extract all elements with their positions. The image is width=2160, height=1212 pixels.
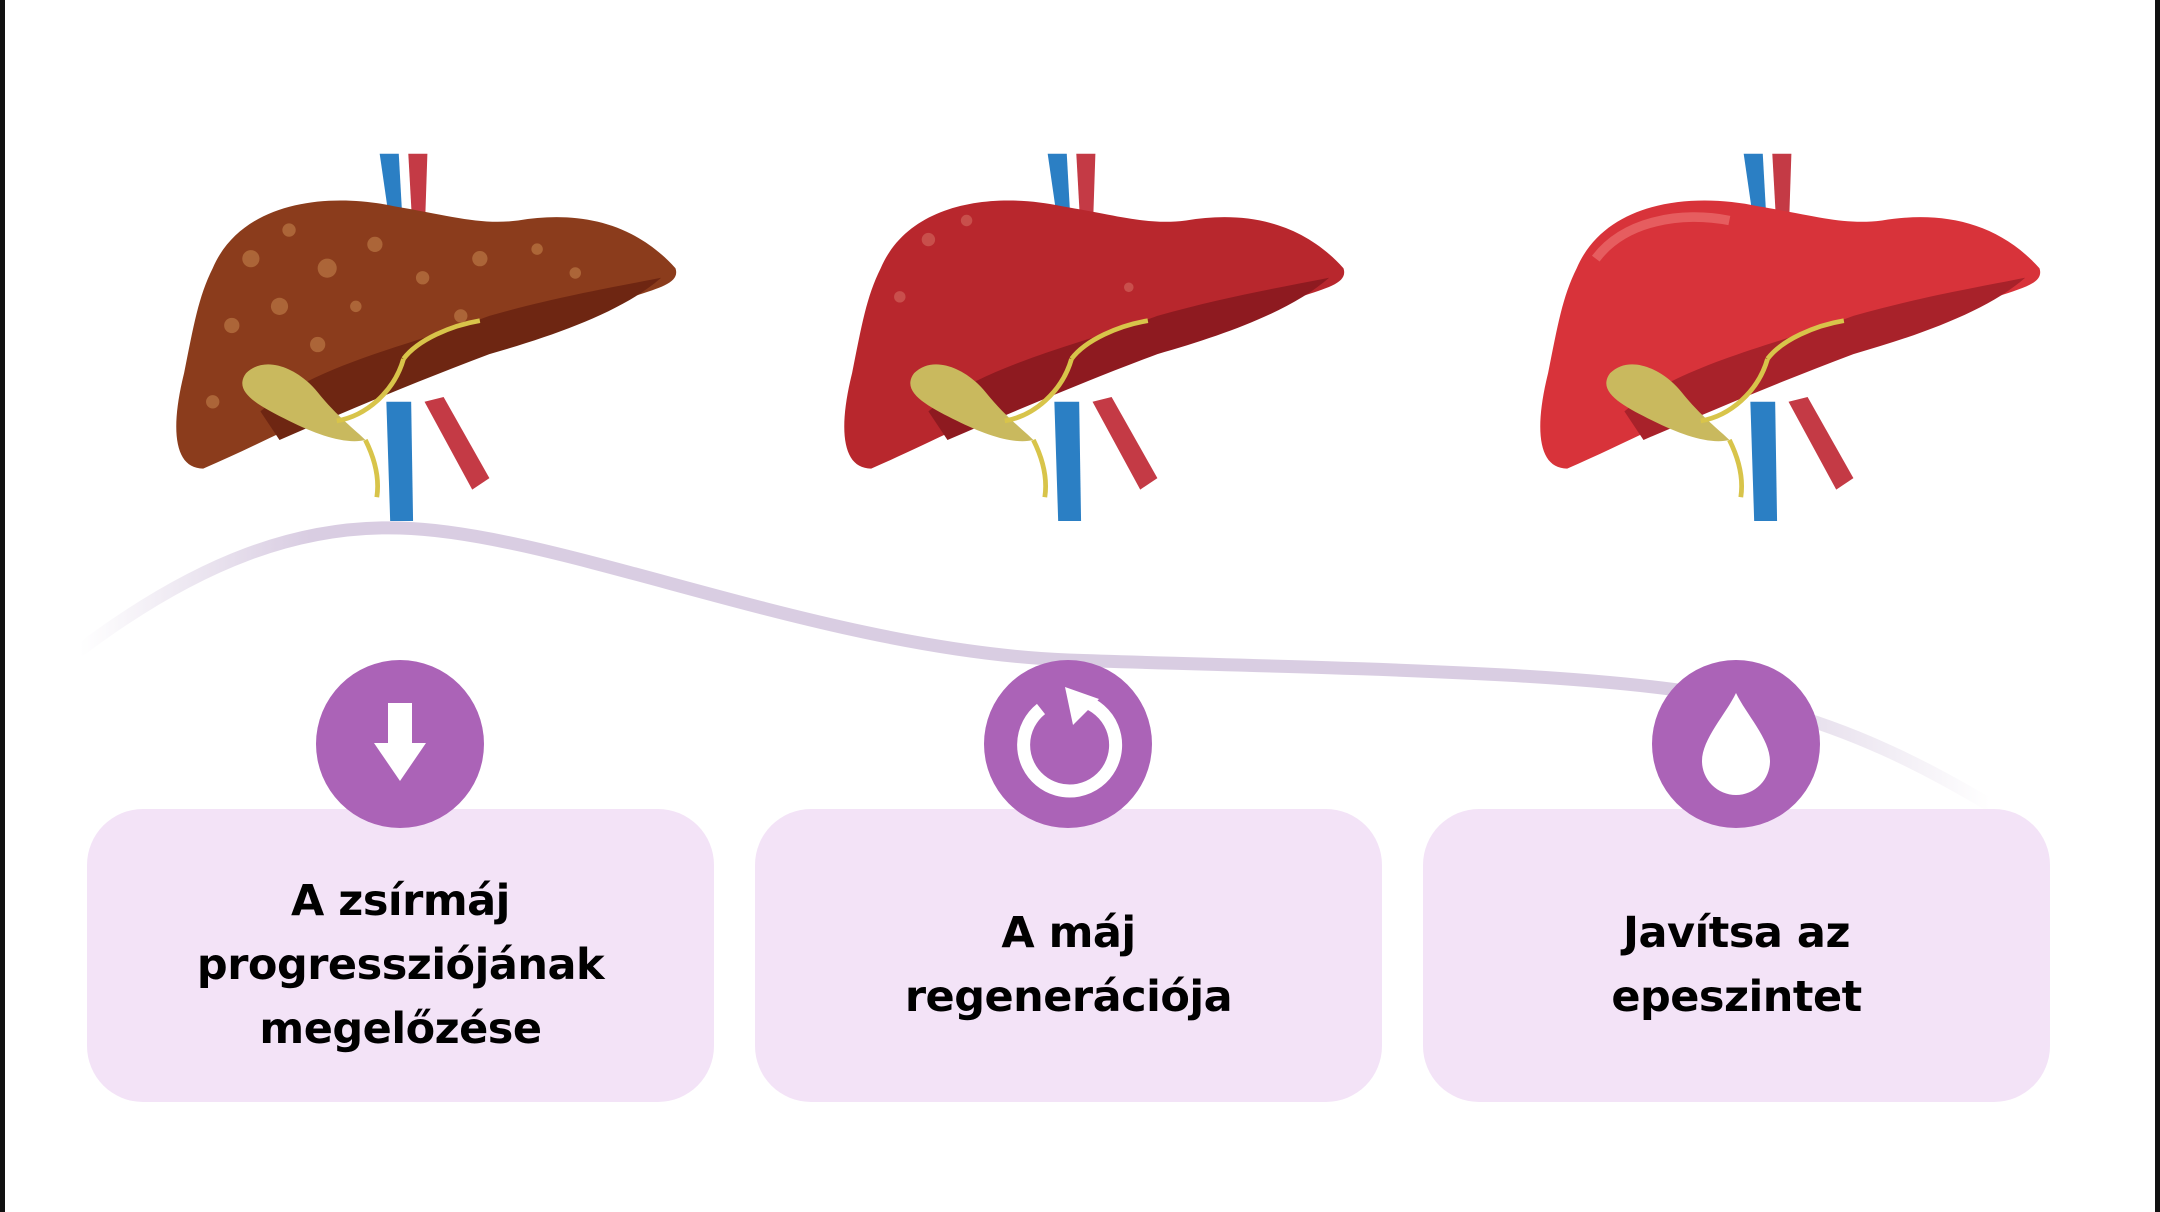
refresh-icon (1017, 687, 1123, 798)
recovering-liver-image (844, 153, 1345, 522)
card-label-line: progressziójának (196, 939, 605, 990)
stage-1-badge (316, 660, 484, 828)
drop-icon (1702, 693, 1770, 795)
fatty-liver-image (176, 153, 677, 522)
card-label-line: epeszintet (1611, 971, 1862, 1022)
card-label-line: megelőzése (259, 1003, 542, 1054)
right-frame-border (2155, 0, 2160, 1212)
arrow-down-icon (374, 703, 426, 781)
card-label-line: regenerációja (904, 971, 1233, 1022)
card-label-line: A máj (1001, 907, 1136, 958)
stage-2-card: A máj regenerációja (755, 809, 1382, 1102)
left-frame-border (0, 0, 5, 1212)
card-label-line: A zsírmáj (291, 875, 510, 926)
stage-2-badge (984, 660, 1152, 828)
stage-3-card: Javítsa az epeszintet (1423, 809, 2050, 1102)
stage-3-badge (1652, 660, 1820, 828)
healthy-liver-image (1540, 153, 2041, 522)
stage-1-card: A zsírmáj progressziójának megelőzése (87, 809, 714, 1102)
card-label-line: Javítsa az (1623, 907, 1850, 958)
